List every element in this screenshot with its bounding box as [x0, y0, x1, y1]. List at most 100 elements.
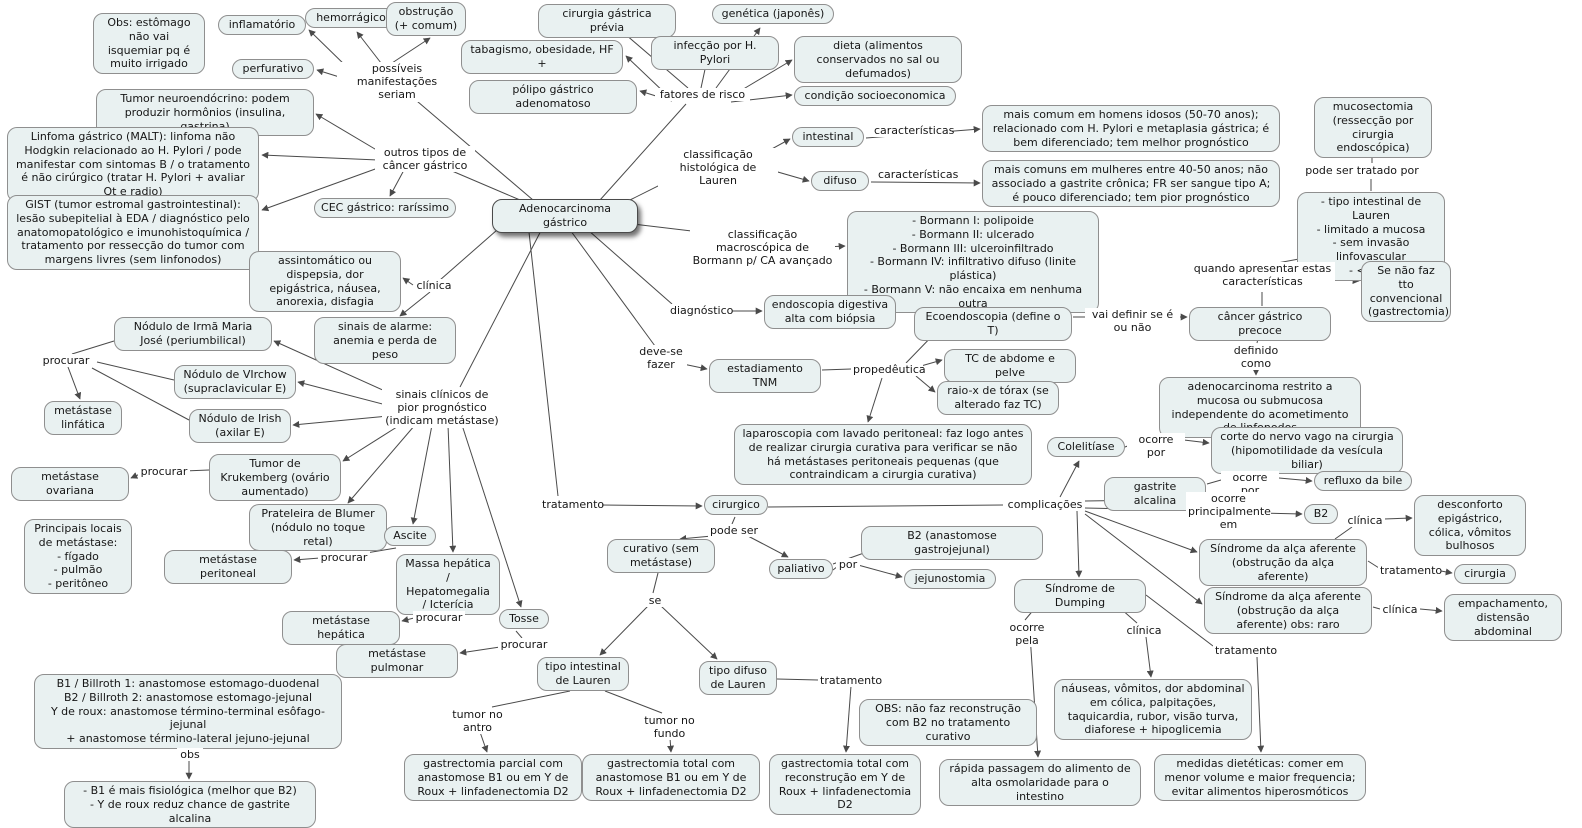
edge-line: [564, 222, 656, 347]
inflamatorio[interactable]: inflamatório: [218, 15, 306, 35]
endoscopia-digestiva-alta[interactable]: endoscopia digestiva alta com biópsia: [764, 295, 896, 329]
genetica-japones[interactable]: genética (japonês): [712, 4, 834, 24]
edge-line: [347, 424, 416, 504]
cirurgia-gastrica-previa[interactable]: cirurgia gástrica prévia: [538, 4, 676, 38]
obstrucao-mais-comum[interactable]: obstrução (+ comum): [386, 2, 466, 36]
raio-x-torax[interactable]: raio-x de tórax (se alterado faz TC): [937, 381, 1059, 415]
edge-line: [731, 516, 736, 525]
cec-gastrico[interactable]: CEC gástrico: raríssimo: [314, 198, 456, 218]
lbl-se: se: [645, 594, 665, 608]
edge-line: [599, 605, 649, 656]
lbl-procurar-2: procurar: [138, 465, 190, 479]
infeccao-h-pylori[interactable]: infecção por H. Pylori: [651, 36, 779, 70]
edge-line: [491, 690, 571, 708]
tumor-de-krukemberg[interactable]: Tumor de Krukemberg (ovário aumentado): [209, 454, 341, 502]
tc-abdome-pelve[interactable]: TC de abdome e pelve: [944, 349, 1076, 383]
tipo-intestinal-lauren[interactable]: tipo intestinal de Lauren: [537, 657, 629, 691]
edge-line: [459, 222, 546, 388]
condicao-socioeconomica[interactable]: condição socioeconomica: [794, 86, 956, 106]
cancer-gastrico-precoce[interactable]: câncer gástrico precoce: [1189, 307, 1331, 341]
edge-line: [261, 151, 379, 161]
nodulo-virchow[interactable]: Nódulo de VIrchow (supraclavicular E): [174, 365, 296, 399]
sindrome-alca-aferente[interactable]: Síndrome da alça aferente (obstrução da …: [1199, 539, 1367, 587]
adenocarcinoma-gastrico[interactable]: Adenocarcinoma gástrico: [492, 199, 638, 233]
billroth-reconstrucoes[interactable]: B1 / Billroth 1: anastomose estomago-duo…: [34, 674, 342, 749]
polipo-gastrico-adenomatoso[interactable]: pólipo gástrico adenomatoso: [469, 80, 637, 114]
edge-line: [447, 424, 457, 553]
tipo-difuso-lauren[interactable]: tipo difuso de Lauren: [699, 661, 777, 695]
lbl-ocorre-por-1: ocorre por: [1127, 433, 1185, 460]
nodulo-irish[interactable]: Nódulo de Irish (axilar E): [189, 409, 291, 443]
b2[interactable]: B2: [1304, 504, 1338, 524]
sinais-de-alarme[interactable]: sinais de alarme: anemia e perda de peso: [314, 317, 456, 365]
medidas-dieteticas[interactable]: medidas dietéticas: comer em menor volum…: [1154, 754, 1366, 802]
lbl-caracteristicas-2: características: [876, 168, 959, 182]
nodulo-irma-maria-jose[interactable]: Nódulo de Irmã Maria José (periumbilical…: [114, 317, 272, 351]
prateleira-de-blumer[interactable]: Prateleira de Blumer (nódulo no toque re…: [249, 504, 387, 552]
lbl-procurar-3: procurar: [318, 551, 370, 565]
caracteristicas-difuso-box[interactable]: mais comuns em mulheres entre 40-50 anos…: [982, 160, 1280, 208]
obs-nao-faz-b2-curativo[interactable]: OBS: não faz reconstrução com B2 no trat…: [859, 699, 1037, 747]
edge-line: [1084, 510, 1198, 554]
edge-line: [600, 502, 703, 510]
edge-line: [1059, 460, 1080, 498]
perfurativo[interactable]: perfurativo: [232, 59, 314, 79]
b2-anastomose-gastrojejunal[interactable]: B2 (anastomose gastrojejunal): [861, 526, 1043, 560]
estadiamento-tnm[interactable]: estadiamento TNM: [709, 359, 821, 393]
metastase-peritoneal[interactable]: metástase peritoneal: [164, 550, 292, 584]
tosse[interactable]: Tosse: [499, 609, 549, 629]
tabagismo-obesidade-hf[interactable]: tabagismo, obesidade, HF +: [461, 40, 623, 74]
edge-line: [297, 380, 391, 407]
b1-mais-fisiologica[interactable]: - B1 é mais fisiológica (melhor que B2) …: [64, 781, 316, 828]
paliativo[interactable]: paliativo: [769, 559, 833, 579]
colelitiase[interactable]: Colelitíase: [1047, 437, 1125, 457]
ecoendoscopia[interactable]: Ecoendoscopia (define o T): [914, 307, 1072, 341]
refluxo-da-bile[interactable]: refluxo da bile: [1314, 471, 1412, 491]
gastrite-alcalina[interactable]: gastrite alcalina: [1104, 477, 1206, 511]
gastrectomia-total-reconstrucao[interactable]: gastrectomia total com reconstrução em Y…: [769, 754, 921, 815]
edge-line: [315, 113, 381, 153]
corte-nervo-vago[interactable]: corte do nervo vago na cirurgia (hipomot…: [1211, 427, 1403, 475]
sindrome-alca-aferente-raro[interactable]: Síndrome da alça aferente (obstrução da …: [1204, 587, 1372, 635]
gastrectomia-total-anastomose[interactable]: gastrectomia total com anastomose B1 ou …: [582, 754, 760, 802]
sindrome-de-dumping[interactable]: Síndrome de Dumping: [1014, 579, 1146, 613]
rapida-passagem-alimento[interactable]: rápida passagem do alimento de alta osmo…: [939, 759, 1141, 807]
edge-line: [444, 167, 521, 201]
lbl-clinica-3: clínica: [1380, 603, 1420, 617]
edge-line: [870, 179, 981, 187]
curativo-sem-metastase[interactable]: curativo (sem metástase): [607, 539, 715, 573]
obs-estomago-irrigado[interactable]: Obs: estômago não vai isquemiar pq é mui…: [93, 13, 205, 74]
hemorragico[interactable]: hemorrágico: [305, 8, 397, 28]
edge-line: [67, 366, 82, 400]
ascite[interactable]: Ascite: [384, 526, 436, 546]
principais-locais-metastase[interactable]: Principais locais de metástase: - fígado…: [24, 519, 132, 594]
jejunostomia[interactable]: jejunostomia: [904, 569, 996, 589]
edge-line: [261, 167, 379, 212]
lbl-classificacao-bormann: classificação macroscópica de Bormann p/…: [690, 228, 835, 268]
lbl-tumor-no-antro: tumor no antro: [450, 708, 505, 735]
metastase-pulmonar[interactable]: metástase pulmonar: [336, 644, 458, 678]
cirurgia[interactable]: cirurgia: [1454, 564, 1516, 584]
empachamento[interactable]: empachamento, distensão abdominal: [1444, 594, 1562, 642]
caracteristicas-intestinal-box[interactable]: mais comum em homens idosos (50-70 anos)…: [982, 105, 1280, 153]
se-nao-faz-tto[interactable]: Se não faz tto convencional (gastrectomi…: [1361, 261, 1451, 322]
dieta-alimentos-conservados[interactable]: dieta (alimentos conservados no sal ou d…: [794, 36, 962, 84]
linfoma-gastrico-malt[interactable]: Linfoma gástrico (MALT): linfoma não Hod…: [7, 127, 259, 202]
difuso[interactable]: difuso: [811, 171, 869, 191]
desconforto-epigastrico[interactable]: desconforto epigástrico, cólica, vômitos…: [1414, 495, 1526, 556]
mucosectomia[interactable]: mucosectomia (ressecção por cirurgia end…: [1314, 97, 1432, 158]
cirurgico[interactable]: cirurgico: [704, 495, 768, 515]
laparoscopia-lavado-peritoneal[interactable]: laparoscopia com lavado peritoneal: faz …: [734, 424, 1032, 485]
lbl-tumor-no-fundo: tumor no fundo: [642, 714, 697, 741]
metastase-linfatica[interactable]: metástase linfática: [44, 401, 122, 435]
gist[interactable]: GIST (tumor estromal gastrointestinal): …: [7, 195, 259, 270]
nauseas-vomitos-dumping[interactable]: náuseas, vômitos, dor abdominal em cólic…: [1054, 679, 1252, 740]
metastase-hepatica[interactable]: metástase hepática: [282, 611, 400, 645]
assintomatico-dispepsia[interactable]: assintomático ou dispepsia, dor epigástr…: [249, 251, 401, 312]
lbl-procurar-5: procurar: [498, 638, 550, 652]
metastase-ovariana[interactable]: metástase ovariana: [11, 467, 129, 501]
gastrectomia-parcial[interactable]: gastrectomia parcial com anastomose B1 o…: [404, 754, 582, 802]
massa-hepatica[interactable]: Massa hepática / Hepatomegalia / Icteríc…: [396, 554, 500, 615]
lbl-diagnostico: diagnóstico: [668, 304, 734, 318]
intestinal[interactable]: intestinal: [792, 127, 864, 147]
